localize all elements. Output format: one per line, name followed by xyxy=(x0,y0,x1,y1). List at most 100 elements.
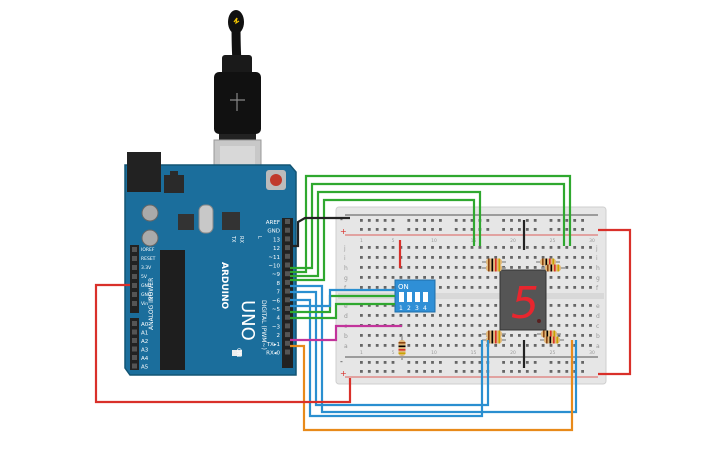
dip-toggle-4[interactable] xyxy=(423,292,428,302)
terminal-hole[interactable] xyxy=(454,344,458,347)
terminal-hole[interactable] xyxy=(557,304,561,307)
terminal-hole[interactable] xyxy=(581,334,584,337)
terminal-hole[interactable] xyxy=(478,344,482,347)
rail-hole[interactable] xyxy=(533,361,537,364)
terminal-hole[interactable] xyxy=(557,276,561,279)
terminal-hole[interactable] xyxy=(391,276,395,279)
terminal-hole[interactable] xyxy=(478,304,482,307)
terminal-hole[interactable] xyxy=(565,304,569,307)
terminal-hole[interactable] xyxy=(375,286,379,289)
rail-hole[interactable] xyxy=(502,370,505,373)
rail-hole[interactable] xyxy=(360,361,363,364)
terminal-hole[interactable] xyxy=(573,256,577,259)
power-pin[interactable] xyxy=(132,274,137,279)
rail-hole[interactable] xyxy=(367,219,371,222)
rail-hole[interactable] xyxy=(462,228,466,231)
rail-hole[interactable] xyxy=(581,361,584,364)
power-pin[interactable] xyxy=(132,247,137,252)
rail-hole[interactable] xyxy=(391,370,395,373)
terminal-hole[interactable] xyxy=(360,334,363,337)
rail-hole[interactable] xyxy=(525,361,529,364)
terminal-hole[interactable] xyxy=(510,266,513,269)
rail-hole[interactable] xyxy=(423,219,426,222)
terminal-hole[interactable] xyxy=(589,266,592,269)
digital-pin[interactable] xyxy=(285,297,290,303)
rail-hole[interactable] xyxy=(549,370,553,373)
rail-hole[interactable] xyxy=(391,361,395,364)
resistor[interactable] xyxy=(398,336,406,360)
rail-hole[interactable] xyxy=(573,228,577,231)
dip-toggle-3[interactable] xyxy=(415,292,420,302)
rail-hole[interactable] xyxy=(391,228,395,231)
terminal-hole[interactable] xyxy=(565,286,569,289)
terminal-hole[interactable] xyxy=(486,314,490,317)
terminal-hole[interactable] xyxy=(557,256,561,259)
terminal-hole[interactable] xyxy=(589,344,592,347)
rail-hole[interactable] xyxy=(439,219,442,222)
dip-toggle-1[interactable] xyxy=(399,292,404,302)
digital-pin[interactable] xyxy=(285,314,290,320)
terminal-hole[interactable] xyxy=(581,256,584,259)
terminal-hole[interactable] xyxy=(446,266,450,269)
terminal-hole[interactable] xyxy=(573,266,577,269)
terminal-hole[interactable] xyxy=(549,246,553,249)
terminal-hole[interactable] xyxy=(439,334,442,337)
rail-hole[interactable] xyxy=(470,361,474,364)
terminal-hole[interactable] xyxy=(494,324,498,327)
terminal-hole[interactable] xyxy=(399,334,403,337)
terminal-hole[interactable] xyxy=(470,324,474,327)
analog-pin[interactable] xyxy=(132,321,137,326)
power-pin[interactable] xyxy=(132,301,137,306)
terminal-hole[interactable] xyxy=(557,324,561,327)
terminal-hole[interactable] xyxy=(581,246,584,249)
rail-hole[interactable] xyxy=(415,361,419,364)
terminal-hole[interactable] xyxy=(470,246,474,249)
terminal-hole[interactable] xyxy=(446,324,450,327)
terminal-hole[interactable] xyxy=(383,334,387,337)
terminal-hole[interactable] xyxy=(502,246,505,249)
terminal-hole[interactable] xyxy=(454,314,458,317)
rail-hole[interactable] xyxy=(525,219,529,222)
rail-hole[interactable] xyxy=(439,370,442,373)
rail-hole[interactable] xyxy=(415,370,419,373)
terminal-hole[interactable] xyxy=(439,256,442,259)
dip-toggle-2[interactable] xyxy=(407,292,412,302)
terminal-hole[interactable] xyxy=(446,344,450,347)
terminal-hole[interactable] xyxy=(533,256,537,259)
rail-hole[interactable] xyxy=(407,370,411,373)
terminal-hole[interactable] xyxy=(383,314,387,317)
terminal-hole[interactable] xyxy=(549,276,553,279)
terminal-hole[interactable] xyxy=(367,334,371,337)
terminal-hole[interactable] xyxy=(415,256,419,259)
rail-hole[interactable] xyxy=(470,228,474,231)
rail-hole[interactable] xyxy=(367,361,371,364)
rail-hole[interactable] xyxy=(431,361,434,364)
terminal-hole[interactable] xyxy=(478,286,482,289)
terminal-hole[interactable] xyxy=(446,276,450,279)
rail-hole[interactable] xyxy=(478,370,482,373)
terminal-hole[interactable] xyxy=(407,276,411,279)
digital-pin[interactable] xyxy=(285,253,290,259)
terminal-hole[interactable] xyxy=(375,256,379,259)
terminal-hole[interactable] xyxy=(446,256,450,259)
terminal-hole[interactable] xyxy=(565,334,569,337)
rail-hole[interactable] xyxy=(573,361,577,364)
terminal-hole[interactable] xyxy=(415,246,419,249)
terminal-hole[interactable] xyxy=(367,246,371,249)
terminal-hole[interactable] xyxy=(360,266,363,269)
terminal-hole[interactable] xyxy=(454,304,458,307)
rail-hole[interactable] xyxy=(557,370,561,373)
terminal-hole[interactable] xyxy=(541,344,545,347)
terminal-hole[interactable] xyxy=(423,314,426,317)
terminal-hole[interactable] xyxy=(581,304,584,307)
terminal-hole[interactable] xyxy=(367,304,371,307)
terminal-hole[interactable] xyxy=(462,314,466,317)
terminal-hole[interactable] xyxy=(470,256,474,259)
terminal-hole[interactable] xyxy=(549,286,553,289)
rail-hole[interactable] xyxy=(439,361,442,364)
rail-hole[interactable] xyxy=(423,370,426,373)
rail-hole[interactable] xyxy=(431,219,434,222)
terminal-hole[interactable] xyxy=(360,286,363,289)
terminal-hole[interactable] xyxy=(439,266,442,269)
terminal-hole[interactable] xyxy=(525,256,529,259)
